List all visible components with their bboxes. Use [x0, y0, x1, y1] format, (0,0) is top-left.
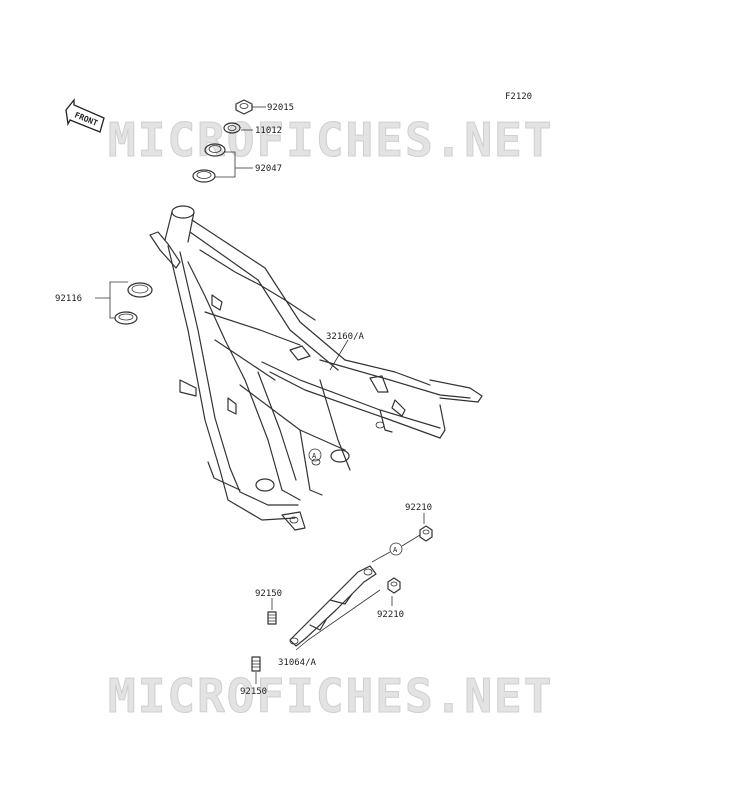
race-upper-icon [192, 143, 226, 183]
front-arrow-icon: FRONT [65, 98, 105, 133]
ref-marker-frame: A [308, 448, 322, 462]
callout-92015: 92015 [267, 103, 294, 113]
race-lower-icon [114, 282, 153, 325]
callout-32160-a: 32160/A [326, 332, 365, 342]
ref-marker-frame-label: A [312, 452, 317, 460]
callout-11012: 11012 [255, 126, 282, 136]
bolt-b-icon [251, 656, 261, 672]
callout-92150-bottom: 92150 [240, 687, 267, 697]
ref-marker-rail-label: A [393, 546, 398, 554]
callout-92150-top: 92150 [255, 589, 282, 599]
collar-b-icon [387, 577, 401, 594]
bolt-a-icon [267, 611, 277, 625]
washer-icon [223, 122, 241, 134]
watermark-bottom: MICROFICHES.NET [108, 669, 553, 723]
callout-92210-top: 92210 [405, 503, 432, 513]
ref-marker-rail: A [389, 542, 403, 556]
callout-92116: 92116 [55, 294, 82, 304]
callout-31064-a: 31064/A [278, 658, 317, 668]
watermark-top: MICROFICHES.NET [108, 113, 553, 167]
collar-a-icon [419, 525, 433, 542]
rail-bracket-icon [289, 565, 377, 647]
callout-92047: 92047 [255, 164, 282, 174]
callout-92210-bottom: 92210 [377, 610, 404, 620]
frame-icon [149, 205, 483, 531]
steering-nut-icon [235, 99, 253, 115]
diagram-code: F2120 [505, 92, 532, 102]
